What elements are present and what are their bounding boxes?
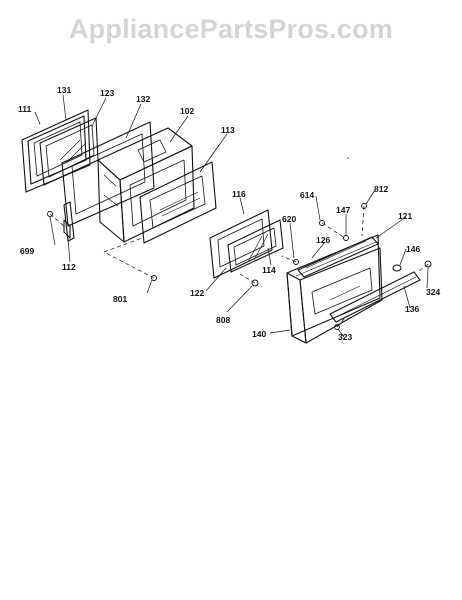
label-113: 113 xyxy=(221,125,235,135)
label-801: 801 xyxy=(113,294,127,304)
label-123: 123 xyxy=(100,88,114,98)
label-620: 620 xyxy=(282,214,296,224)
part-112-bracket xyxy=(63,201,75,242)
label-699: 699 xyxy=(20,246,34,256)
speck xyxy=(347,157,349,159)
label-324: 324 xyxy=(426,287,440,297)
part-136-handle xyxy=(329,271,421,323)
part-122-glass xyxy=(227,219,284,273)
part-116-frame xyxy=(209,209,273,279)
label-323: 323 xyxy=(338,332,352,342)
label-146: 146 xyxy=(406,244,420,254)
label-112: 112 xyxy=(62,262,76,272)
label-808: 808 xyxy=(216,315,230,325)
watermark: AppliancePartsPros.com xyxy=(68,14,393,44)
label-122: 122 xyxy=(190,288,204,298)
part-labels: 111 131 123 132 102 113 699 112 116 801 … xyxy=(18,85,440,342)
label-614: 614 xyxy=(300,190,314,200)
alignment-lines xyxy=(49,205,429,328)
label-132: 132 xyxy=(136,94,150,104)
label-114: 114 xyxy=(262,265,276,275)
part-113-liner xyxy=(139,161,217,244)
label-111: 111 xyxy=(18,104,32,114)
label-126: 126 xyxy=(316,235,330,245)
part-102-insulation xyxy=(97,127,195,243)
part-132-panel xyxy=(61,121,155,239)
label-140: 140 xyxy=(252,329,266,339)
label-136: 136 xyxy=(405,304,419,314)
label-102: 102 xyxy=(180,106,194,116)
label-121: 121 xyxy=(398,211,412,221)
label-116: 116 xyxy=(232,189,246,199)
fasteners xyxy=(47,203,432,330)
label-147: 147 xyxy=(336,205,350,215)
part-121-trim xyxy=(297,236,379,278)
label-131: 131 xyxy=(57,85,71,95)
label-812: 812 xyxy=(374,184,388,194)
part-146-cap xyxy=(392,264,402,272)
leader-lines xyxy=(34,94,429,338)
